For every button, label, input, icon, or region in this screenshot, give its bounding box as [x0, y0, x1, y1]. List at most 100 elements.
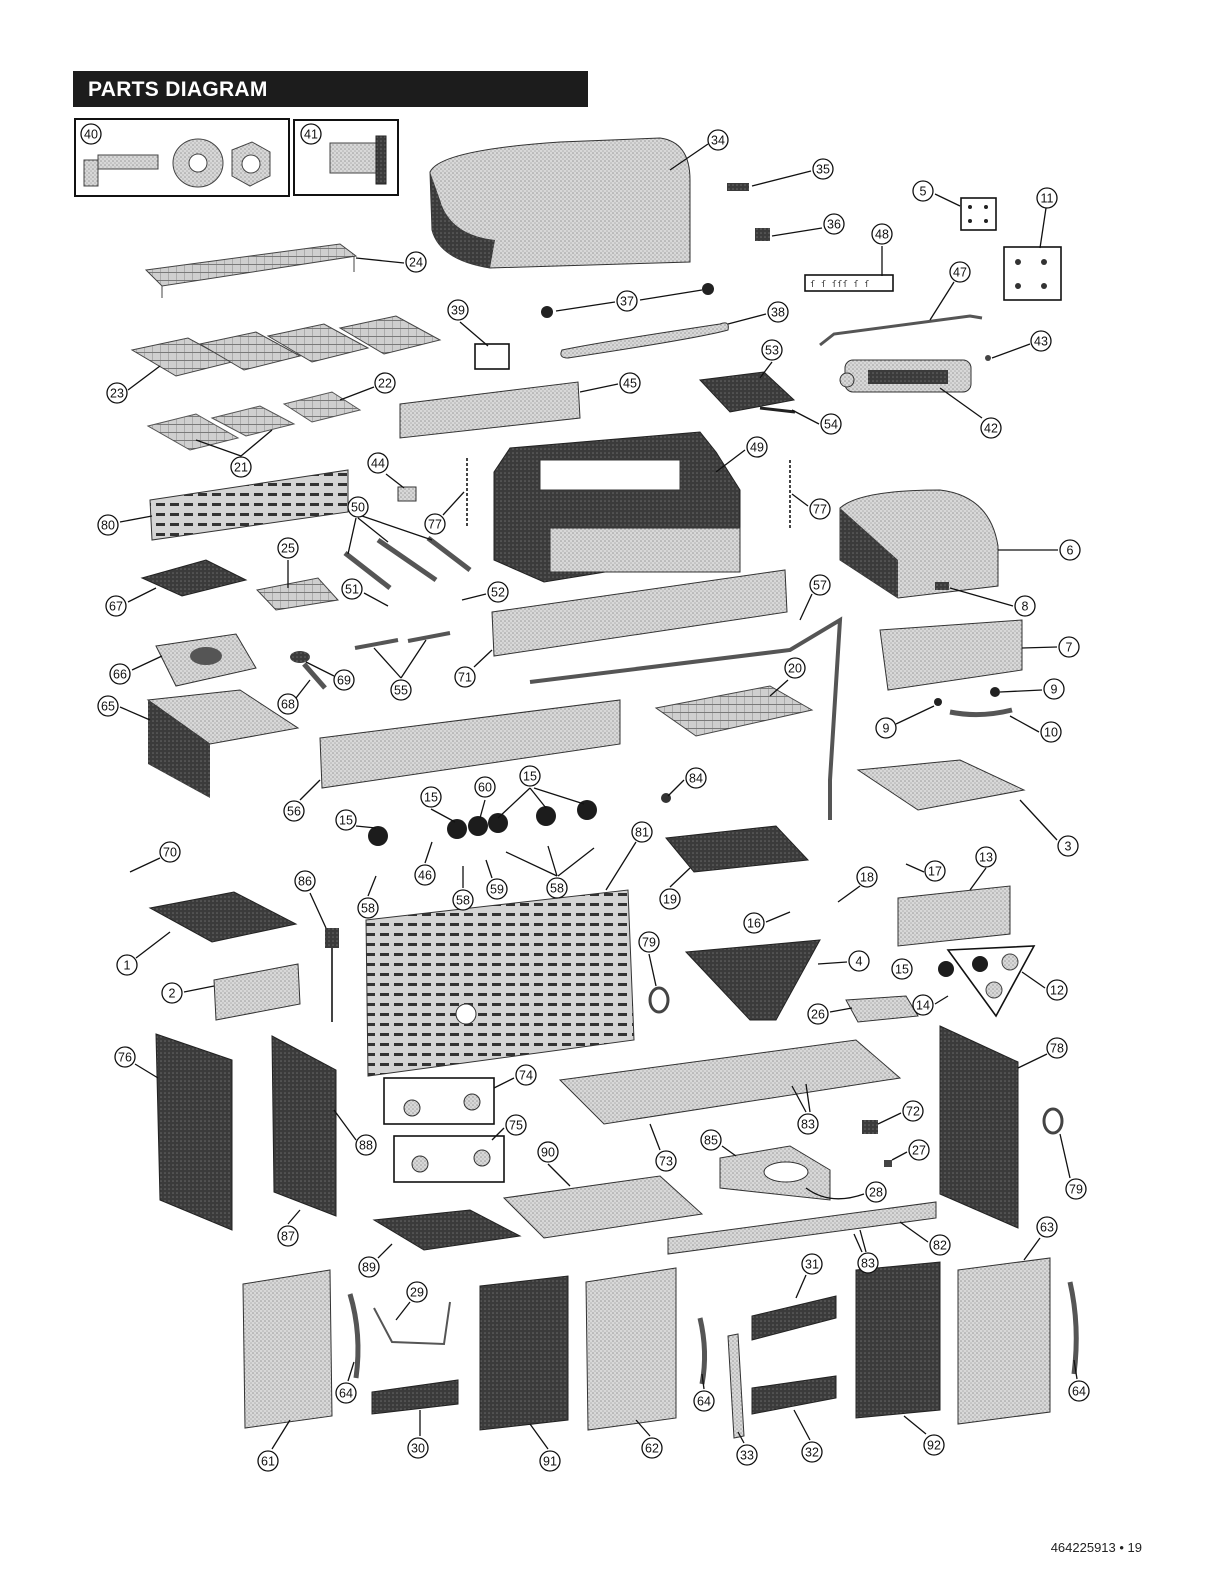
- callout-circle: [980, 417, 1002, 439]
- callout-label: 48: [875, 228, 889, 242]
- callout-40: 40: [80, 123, 102, 145]
- callout-label: 78: [1050, 1042, 1064, 1056]
- part-24-warming-rack: [144, 243, 358, 298]
- callout-80: 80: [97, 514, 119, 536]
- callout-label: 29: [410, 1286, 424, 1300]
- callout-label: 77: [428, 518, 442, 532]
- callout-label: 24: [409, 256, 423, 270]
- part-47-wire: [819, 314, 983, 347]
- callout-circle: [335, 809, 357, 831]
- callout-label: 40: [84, 128, 98, 142]
- part-87-door: [271, 1035, 337, 1217]
- part-42-ignitor: [839, 359, 972, 393]
- callout-circle: [616, 290, 638, 312]
- callout-circle: [746, 436, 768, 458]
- part-37-right: [702, 283, 714, 295]
- part-49-firebox: [493, 431, 741, 583]
- callout-circle: [407, 1437, 429, 1459]
- callout-46: 46: [414, 864, 436, 886]
- callout-36: 36: [823, 213, 845, 235]
- callout-label: 21: [234, 461, 248, 475]
- callout-81: 81: [631, 821, 653, 843]
- callout-circle: [685, 767, 707, 789]
- callout-51: 51: [341, 578, 363, 600]
- callout-circle: [949, 261, 971, 283]
- part-31-bracket: [751, 1295, 837, 1341]
- callout-label: 15: [523, 770, 537, 784]
- callout-18: 18: [856, 866, 878, 888]
- callout-11: 11: [1036, 187, 1058, 209]
- part-81-back-panel: [365, 889, 635, 1077]
- part-37-left: [541, 306, 553, 318]
- callout-label: 11: [1041, 192, 1054, 206]
- part-64-handle-c: [1067, 1281, 1079, 1375]
- callout-22: 22: [374, 372, 396, 394]
- callout-circle: [1046, 979, 1068, 1001]
- callout-circle: [1043, 678, 1065, 700]
- leader-lines: [119, 143, 1078, 1450]
- callout-70: 70: [159, 841, 181, 863]
- callout-label: 15: [424, 791, 438, 805]
- callout-circle: [619, 372, 641, 394]
- callout-label: 41: [304, 128, 318, 142]
- callout-circle: [1014, 595, 1036, 617]
- part-82-rail: [667, 1201, 937, 1255]
- part-81-hole: [455, 1003, 477, 1025]
- part-9-a: [990, 687, 1000, 697]
- callout-circle: [871, 223, 893, 245]
- callout-circle: [809, 498, 831, 520]
- part-79-ring-a: [648, 986, 670, 1014]
- callout-7: 7: [1058, 636, 1080, 658]
- callout-28: 28: [865, 1181, 887, 1203]
- part-1-shelf: [148, 891, 298, 943]
- callout-label: 67: [109, 600, 123, 614]
- part-34-lid: [429, 137, 691, 269]
- callout-label: 39: [451, 304, 465, 318]
- part-3-frame: [856, 759, 1026, 811]
- callout-label: 46: [418, 869, 432, 883]
- callout-circle: [797, 1113, 819, 1135]
- callout-32: 32: [801, 1441, 823, 1463]
- callout-circle: [823, 213, 845, 235]
- part-90-floor: [502, 1175, 704, 1239]
- callout-9: 9: [1043, 678, 1065, 700]
- callout-circle: [390, 679, 412, 701]
- caster-4: [473, 1149, 491, 1167]
- callout-64: 64: [693, 1390, 715, 1412]
- part-30-bracket: [371, 1379, 459, 1415]
- callout-label: 20: [788, 662, 802, 676]
- callout-circle: [875, 717, 897, 739]
- callout-3: 3: [1057, 835, 1079, 857]
- part-13-panel: [897, 885, 1011, 947]
- callout-circle: [487, 581, 509, 603]
- callout-33: 33: [736, 1444, 758, 1466]
- callout-label: 64: [1072, 1385, 1086, 1399]
- callout-label: 90: [541, 1146, 555, 1160]
- part-76-side-panel: [155, 1033, 233, 1231]
- callout-circle: [891, 958, 913, 980]
- part-78-side-panel: [939, 1025, 1019, 1229]
- callout-21: 21: [230, 456, 252, 478]
- callout-circle: [641, 1437, 663, 1459]
- callout-58: 58: [357, 897, 379, 919]
- part-4-grease-tray: [684, 939, 821, 1021]
- callout-44: 44: [367, 452, 389, 474]
- callout-17: 17: [924, 860, 946, 882]
- callout-label: 72: [906, 1105, 920, 1119]
- callout-circle: [659, 888, 681, 910]
- callout-circle: [912, 994, 934, 1016]
- callout-79: 79: [1065, 1178, 1087, 1200]
- callout-23: 23: [106, 382, 128, 404]
- callout-label: 70: [163, 846, 177, 860]
- part-67-tray: [140, 559, 248, 597]
- callout-37: 37: [616, 290, 638, 312]
- callout-29: 29: [406, 1281, 428, 1303]
- callout-68: 68: [277, 693, 299, 715]
- callout-label: 64: [697, 1395, 711, 1409]
- callout-60: 60: [474, 776, 496, 798]
- callout-label: 7: [1066, 641, 1073, 655]
- callout-15: 15: [335, 809, 357, 831]
- callout-82: 82: [929, 1234, 951, 1256]
- callout-label: 59: [490, 883, 504, 897]
- part-89-floor: [372, 1209, 522, 1251]
